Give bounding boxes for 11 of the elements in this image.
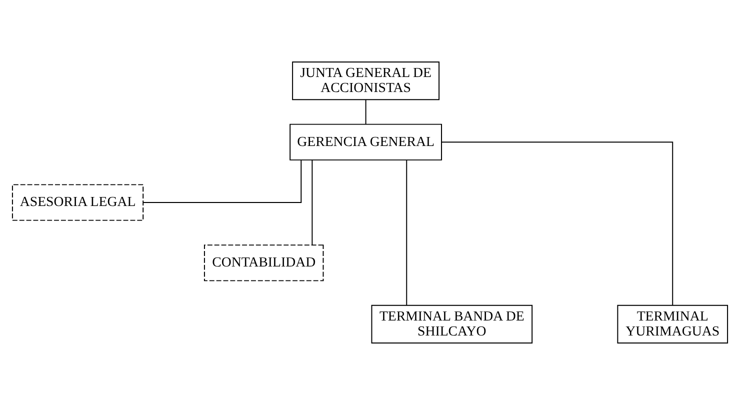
connector	[406, 160, 408, 306]
connector	[312, 159, 313, 246]
node-box: GERENCIA GENERAL	[290, 124, 442, 160]
node-box: JUNTA GENERAL DE ACCIONISTAS	[292, 61, 440, 100]
connector	[441, 142, 674, 306]
connector	[142, 160, 302, 203]
node-box: ASESORIA LEGAL	[12, 184, 144, 221]
connector	[365, 99, 366, 125]
node-box: TERMINAL YURIMAGUAS	[617, 304, 728, 344]
node-box: CONTABILIDAD	[204, 244, 324, 282]
node-box: TERMINAL BANDA DE SHILCAYO	[371, 304, 533, 344]
